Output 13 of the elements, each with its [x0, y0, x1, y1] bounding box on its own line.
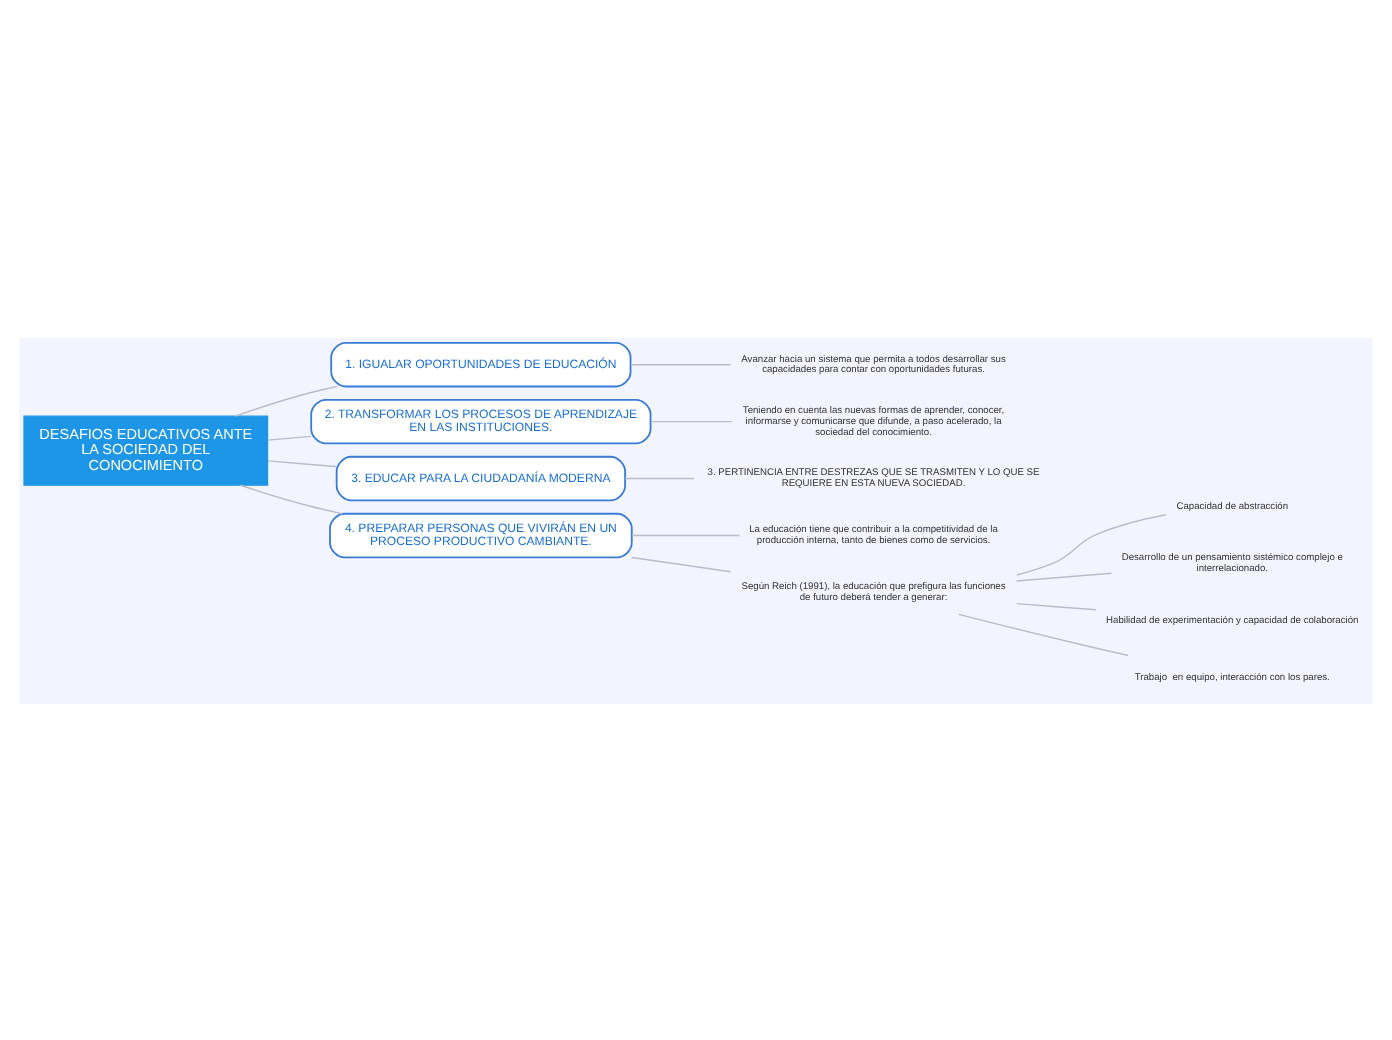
connector: [267, 434, 312, 440]
connector: [624, 476, 695, 479]
connector: [1015, 571, 1113, 581]
connector: [239, 483, 344, 514]
connector: [630, 362, 732, 365]
connector: [267, 459, 337, 467]
connector: [1015, 601, 1097, 610]
connector: [234, 384, 338, 416]
connector: [958, 612, 1129, 656]
connector: [631, 533, 741, 536]
connector: [650, 419, 733, 422]
connector: [1016, 513, 1167, 575]
connector: [631, 555, 732, 572]
